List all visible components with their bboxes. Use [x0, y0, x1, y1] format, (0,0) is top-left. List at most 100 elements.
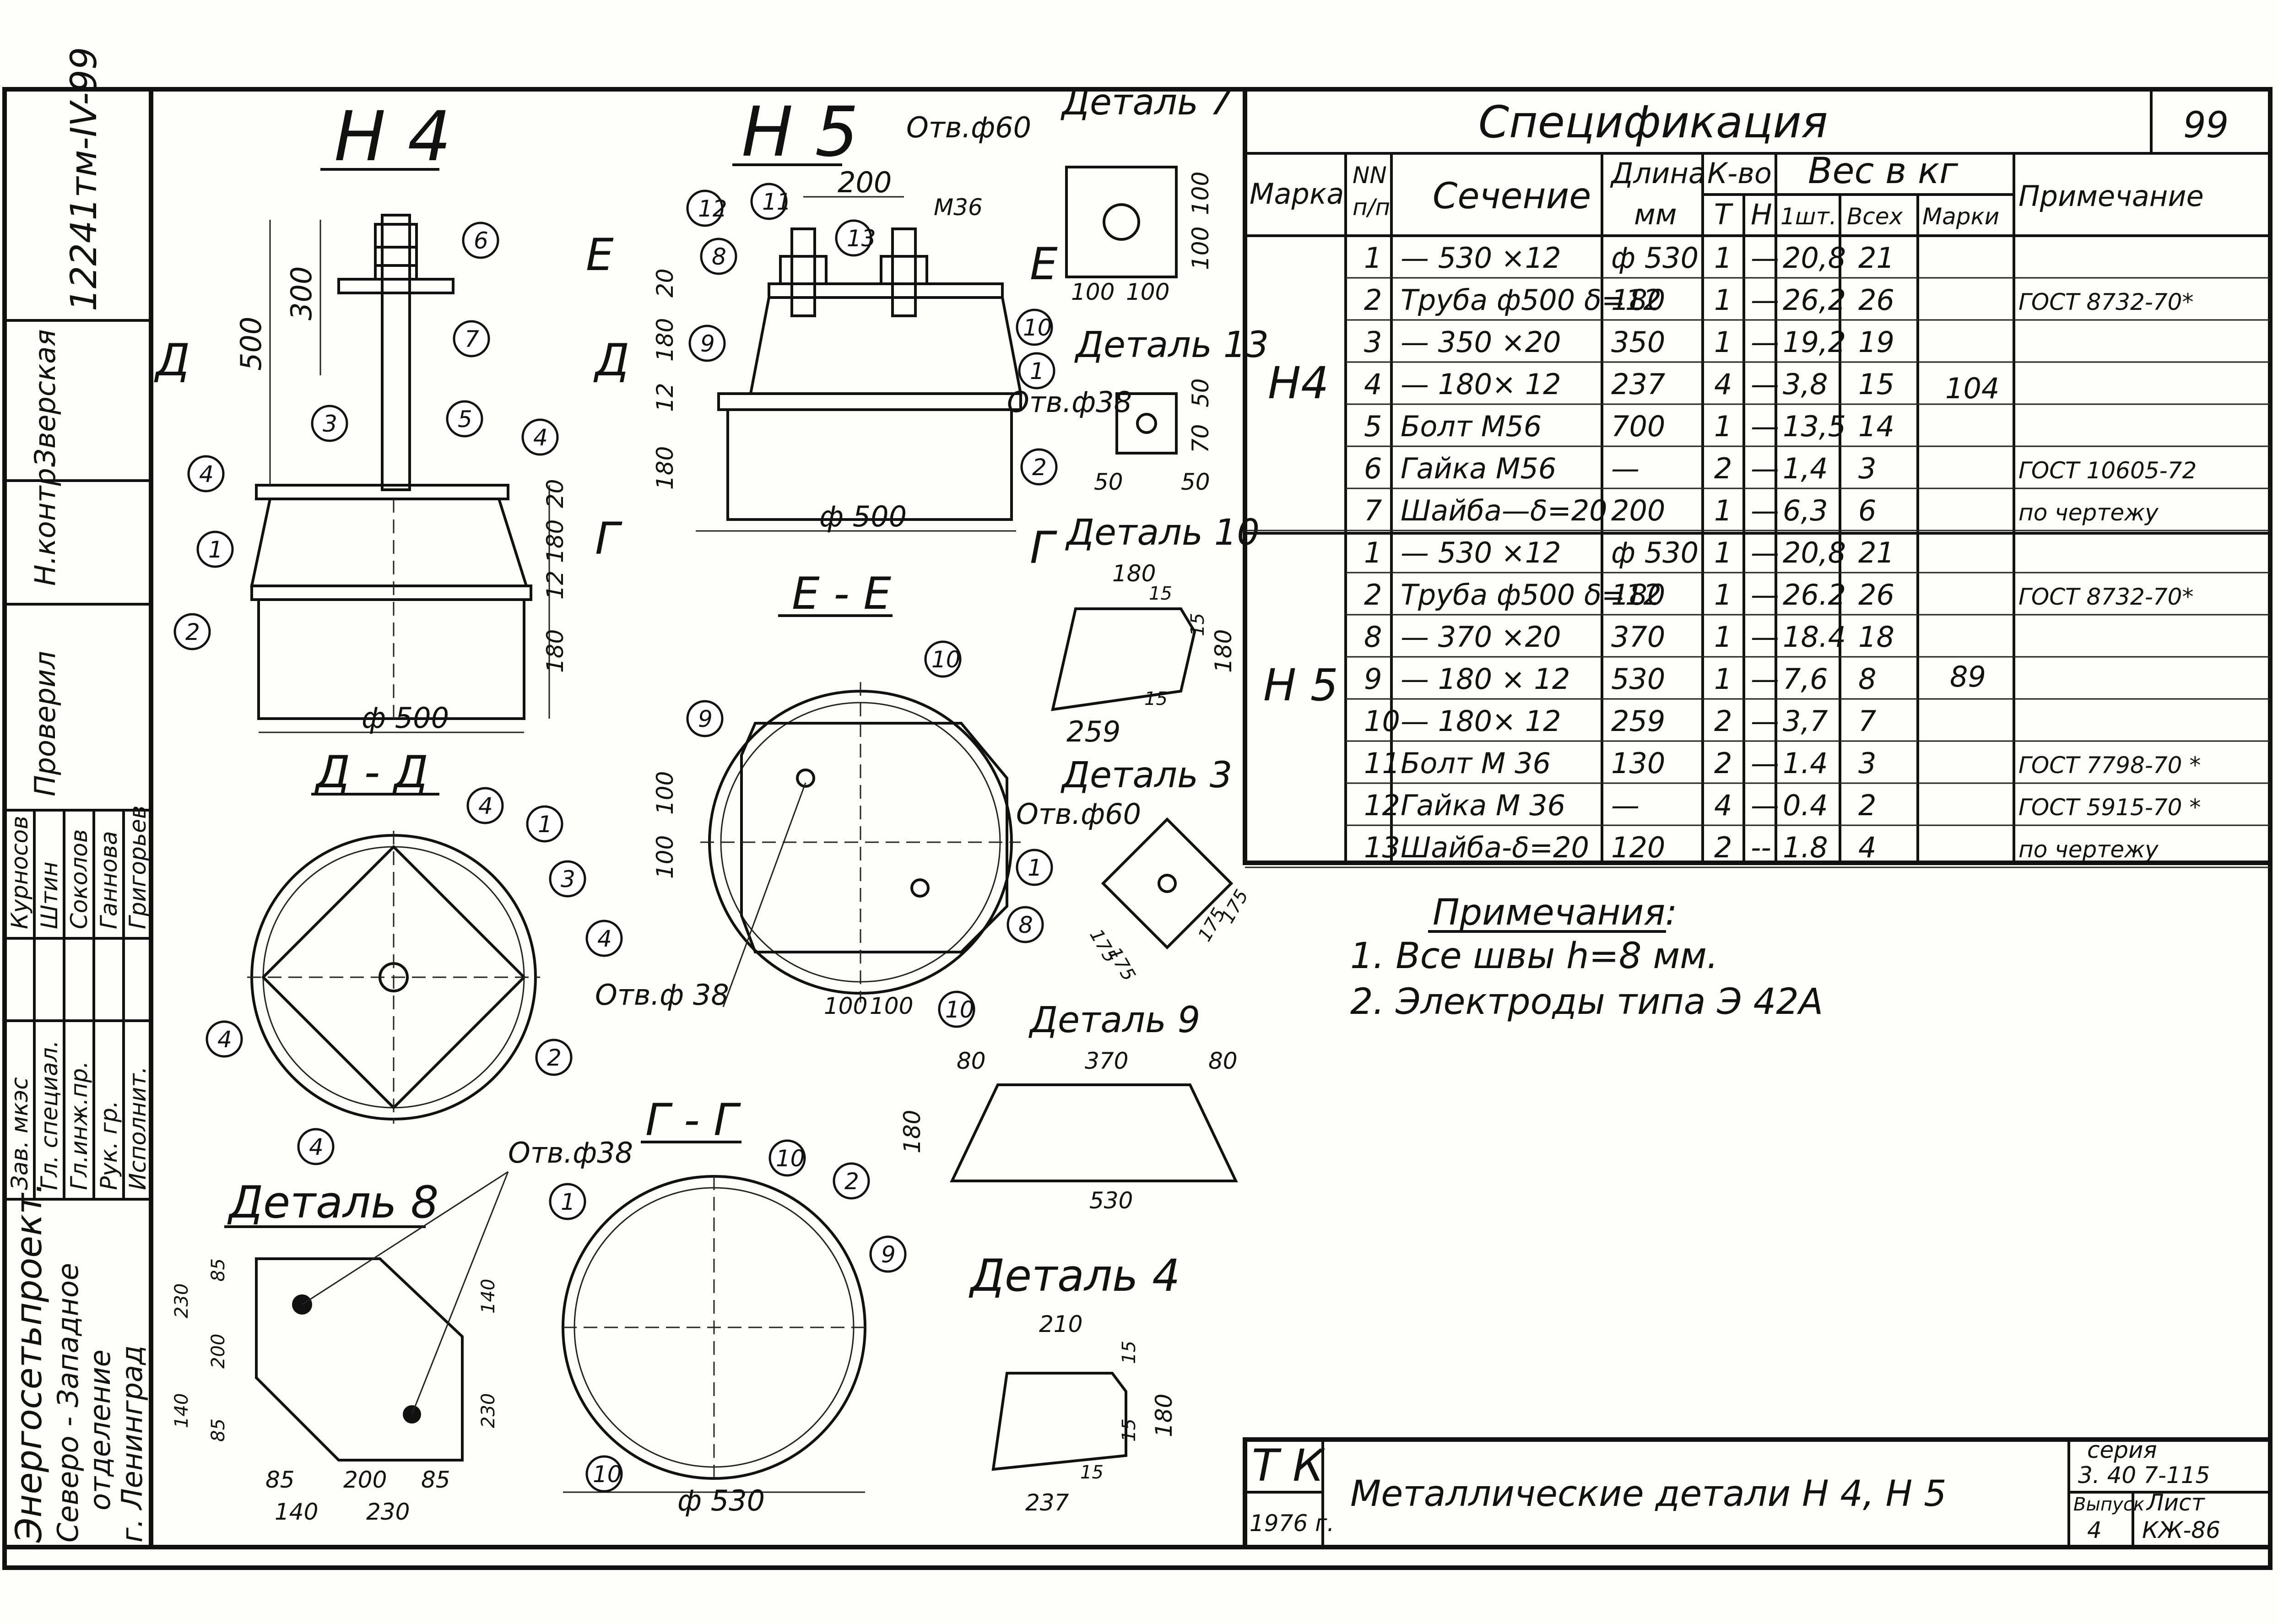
detail-title: Деталь 9: [1028, 1000, 1200, 1041]
dim: 20: [652, 268, 678, 298]
stamp-name: Соколов: [66, 829, 92, 929]
dim: 20: [542, 479, 568, 508]
spec-cell: 20,8: [1783, 241, 1846, 275]
spec-cell: 2: [1364, 283, 1382, 317]
col-header: Марки: [1922, 203, 1999, 230]
spec-cell: 19,2: [1783, 325, 1846, 359]
year: 1976 г.: [1250, 1510, 1334, 1537]
col-header: Н: [1751, 198, 1772, 231]
callout: 1: [208, 536, 223, 563]
series-label: серия: [2087, 1437, 2157, 1463]
spec-cell: —: [1751, 368, 1779, 401]
col-header: Сечение: [1433, 176, 1591, 217]
callout: 4: [533, 424, 548, 451]
spec-cell: 120: [1611, 831, 1665, 864]
dim: 50: [1094, 469, 1123, 495]
col-header: К-во: [1707, 157, 1772, 190]
spec-cell: 3: [1858, 747, 1876, 780]
spec-cell: 12: [1364, 789, 1400, 822]
dim: 100: [1187, 227, 1214, 270]
detail-8: Деталь 8 Отв.ф38 85 230 200 140 85 140 2…: [171, 1136, 633, 1525]
group-mark: Н 5: [1263, 660, 1338, 711]
dim: 530: [1089, 1187, 1133, 1214]
callout: 7: [465, 326, 479, 352]
spec-cell: — 530 ×12: [1401, 536, 1561, 569]
hole-label: Отв.ф60: [1016, 797, 1141, 831]
spec-cell: —: [1751, 494, 1779, 527]
side-stamp: 12241тм-IV-99 Зверская Проверил Н.контр.…: [5, 47, 151, 1543]
col-header: п/п: [1353, 194, 1390, 221]
dim: 50: [1181, 469, 1210, 495]
callout: 12: [698, 195, 727, 222]
dim: 100: [652, 771, 678, 815]
callout: 9: [700, 330, 715, 357]
note-2: 2. Электроды типа Э 42А: [1350, 981, 1823, 1023]
callout: 8: [1018, 912, 1033, 938]
spec-cell: 370: [1611, 620, 1665, 654]
spec-cell: 15: [1858, 368, 1894, 401]
stamp-city: г. Ленинград: [115, 1345, 149, 1543]
spec-cell: 13: [1364, 831, 1400, 864]
detail-title: Деталь 8: [227, 1177, 438, 1228]
dim: 370: [1085, 1048, 1128, 1074]
callout: 8: [712, 244, 726, 270]
dim: ф 500: [819, 500, 907, 533]
callout: 2: [185, 619, 200, 645]
view-title-h4: Н 4: [334, 97, 451, 177]
dim: 180: [652, 318, 678, 362]
callout: 4: [309, 1134, 324, 1160]
spec-cell: 7: [1858, 704, 1876, 738]
callout: 4: [597, 926, 612, 952]
dim: 100: [870, 993, 913, 1019]
spec-cell: 1,4: [1783, 452, 1828, 485]
dim: 15: [1119, 1418, 1140, 1442]
issue: 4: [2087, 1517, 2102, 1543]
dim: 200: [343, 1467, 387, 1493]
spec-cell: — 180× 12: [1401, 368, 1561, 401]
callout: 2: [1032, 454, 1047, 481]
spec-cell: 1.8: [1783, 831, 1828, 864]
spec-cell: Шайба-δ=20: [1401, 831, 1589, 864]
dim: 200: [208, 1334, 229, 1369]
callout: 6: [474, 227, 488, 254]
spec-cell: 237: [1611, 368, 1665, 401]
col-header: NN: [1353, 162, 1387, 189]
stamp-checked: Проверил: [28, 651, 62, 796]
spec-cell: Болт М 36: [1401, 747, 1551, 780]
col-header: Вес в кг: [1808, 151, 1959, 192]
dim: 500: [234, 317, 268, 371]
detail-title: Деталь 13: [1074, 325, 1269, 366]
spec-table: Спецификация 99 Марка NN п/п Сечение Дли…: [1243, 87, 2273, 868]
spec-cell: —: [1751, 325, 1779, 359]
detail-9: Деталь 9 80 370 80 180 530: [899, 1000, 1238, 1214]
spec-cell: —: [1751, 578, 1779, 612]
col-header: Марка: [1250, 177, 1344, 211]
view-title-ee: Е - Е: [792, 568, 891, 619]
sheet-label: Лист: [2146, 1489, 2206, 1516]
cone-ribs: [250, 498, 529, 587]
callout: 2: [844, 1168, 859, 1195]
callout: 1: [561, 1189, 575, 1215]
detail-title: Деталь 3: [1061, 755, 1232, 796]
spec-cell: 2: [1714, 831, 1732, 864]
spec-cell: 26,2: [1783, 283, 1846, 317]
spec-cell: 2: [1714, 704, 1732, 738]
spec-cell: 1: [1364, 241, 1382, 275]
notes-title: Примечания:: [1433, 892, 1677, 933]
dim: 140: [478, 1279, 499, 1314]
spec-cell: 259: [1611, 704, 1665, 738]
dim: 140: [275, 1499, 318, 1525]
spec-cell: 6: [1364, 452, 1382, 485]
spec-cell: 3: [1858, 452, 1876, 485]
spec-cell: Гайка М56: [1401, 452, 1556, 485]
spec-cell: 8: [1364, 620, 1382, 654]
dim: 50: [1187, 378, 1214, 407]
spec-cell: —: [1751, 620, 1779, 654]
callout: 4: [199, 461, 214, 487]
dim: 100: [1071, 279, 1115, 305]
spec-cell: ГОСТ 7798-70 *: [2018, 752, 2201, 779]
spec-cell: 1: [1714, 325, 1732, 359]
spec-cell: 11: [1364, 747, 1400, 780]
